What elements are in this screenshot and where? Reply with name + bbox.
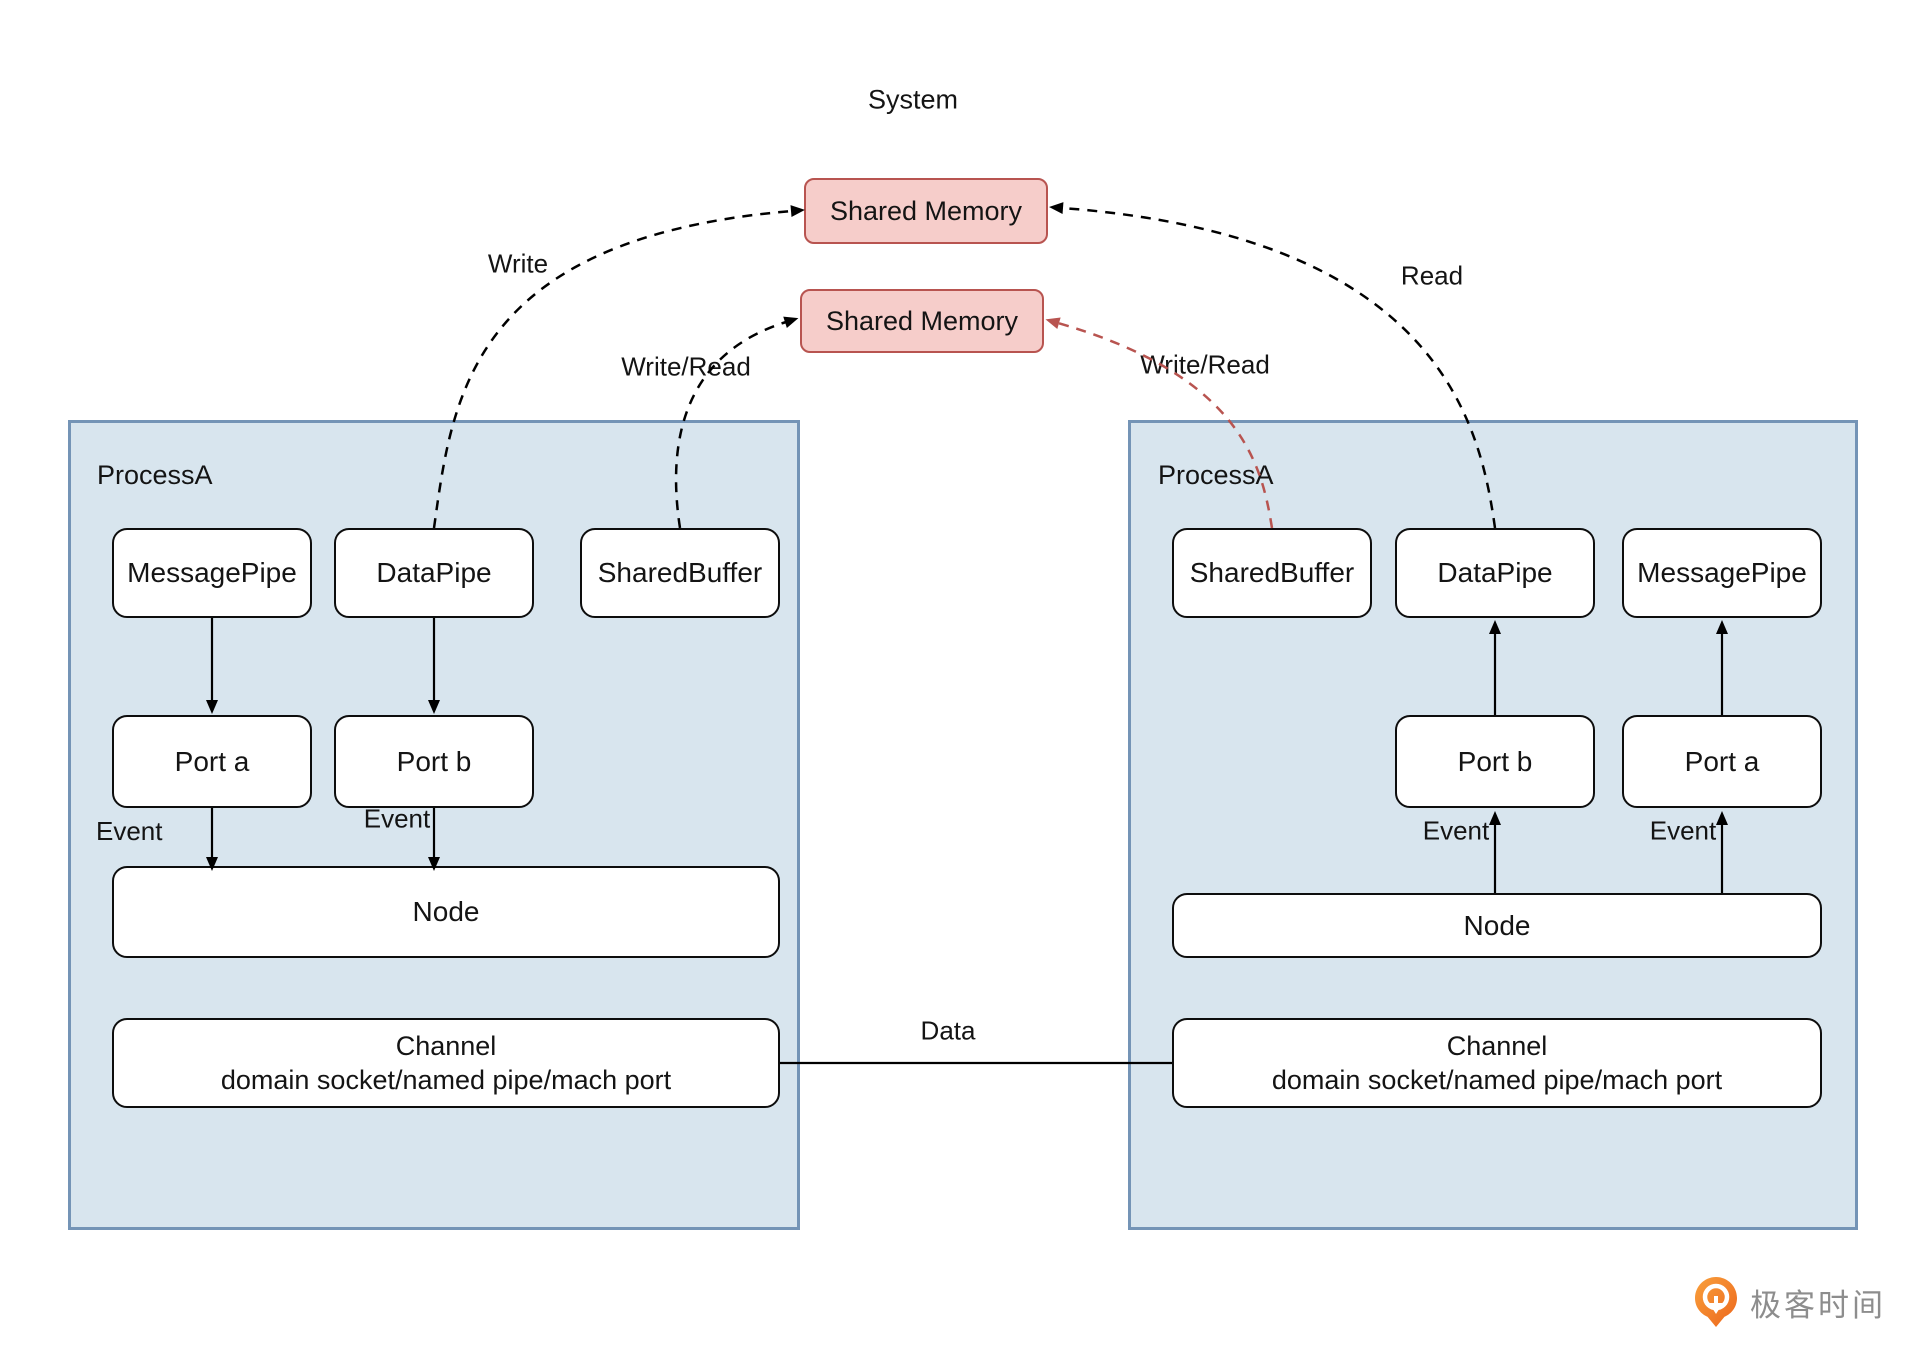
left-port-b-box: Port b	[334, 715, 534, 808]
left-channel-box: Channel domain socket/named pipe/mach po…	[112, 1018, 780, 1108]
shared-memory-bottom-box: Shared Memory	[800, 289, 1044, 353]
left-data-pipe-box: DataPipe	[334, 528, 534, 618]
right-node-box: Node	[1172, 893, 1822, 958]
right-port-b-box: Port b	[1395, 715, 1595, 808]
right-channel-subtitle: domain socket/named pipe/mach port	[1271, 1065, 1723, 1095]
right-port-a-box: Port a	[1622, 715, 1822, 808]
process-left-title: ProcessA	[97, 460, 213, 490]
geektime-icon	[1695, 1277, 1737, 1327]
shared-memory-top-box: Shared Memory	[804, 178, 1048, 244]
system-title: System	[867, 84, 959, 115]
process-right-title: ProcessA	[1158, 460, 1274, 490]
write-read-left-label: Write/Read	[621, 351, 751, 382]
right-channel-box: Channel domain socket/named pipe/mach po…	[1172, 1018, 1822, 1108]
right-channel-title: Channel	[1446, 1031, 1548, 1061]
right-data-pipe-box: DataPipe	[1395, 528, 1595, 618]
event-label-right-2: Event	[1649, 815, 1717, 846]
write-read-right-label: Write/Read	[1140, 349, 1270, 380]
event-label-right-1: Event	[1422, 815, 1490, 846]
left-message-pipe-box: MessagePipe	[112, 528, 312, 618]
data-label: Data	[920, 1015, 976, 1046]
left-shared-buffer-box: SharedBuffer	[580, 528, 780, 618]
right-shared-buffer-box: SharedBuffer	[1172, 528, 1372, 618]
write-label: Write	[487, 248, 549, 279]
left-node-box: Node	[112, 866, 780, 958]
left-channel-subtitle: domain socket/named pipe/mach port	[220, 1065, 672, 1095]
left-port-a-box: Port a	[112, 715, 312, 808]
event-label-left-2: Event	[363, 803, 431, 834]
right-message-pipe-box: MessagePipe	[1622, 528, 1822, 618]
brand-name: 极客时间	[1750, 1287, 1886, 1323]
left-channel-title: Channel	[395, 1031, 497, 1061]
read-label: Read	[1400, 260, 1464, 291]
event-label-left-1: Event	[96, 816, 163, 846]
brand-logo: 极客时间	[1694, 1276, 1886, 1328]
